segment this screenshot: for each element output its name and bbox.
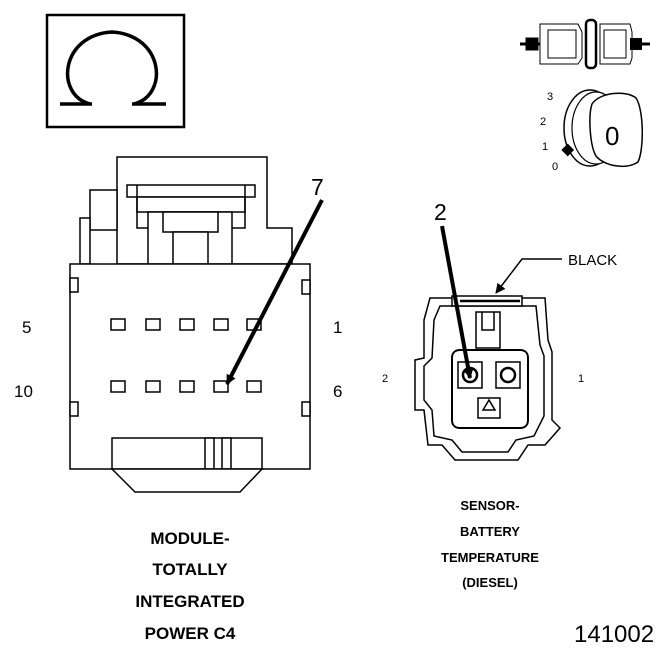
left-caption-line-2: TOTALLY xyxy=(152,560,228,579)
callout-pin-7: 7 xyxy=(311,174,324,200)
disconnected-connector-icon xyxy=(520,18,650,70)
callout-arrow-7 xyxy=(225,199,324,385)
left-caption-line-3: INTEGRATED xyxy=(135,592,244,611)
pin-label-6: 6 xyxy=(333,382,342,401)
callout-pin-2: 2 xyxy=(434,199,447,225)
ignition-key-icon: 3 2 1 0 0 xyxy=(540,89,644,173)
pin-label-10: 10 xyxy=(14,382,33,401)
color-label-black: BLACK xyxy=(568,252,617,269)
right-caption-line-4: (DIESEL) xyxy=(462,575,518,590)
right-caption-line-3: TEMPERATURE xyxy=(441,550,539,565)
pin-label-1-right: 1 xyxy=(578,373,584,385)
left-connector xyxy=(69,156,311,493)
right-caption-line-1: SENSOR- xyxy=(460,498,519,513)
pin-label-2-right: 2 xyxy=(382,373,388,385)
pin-label-5: 5 xyxy=(22,318,31,337)
ignition-position-0: 0 xyxy=(552,161,558,173)
ignition-position-1: 1 xyxy=(542,141,548,153)
pin-label-1: 1 xyxy=(333,318,342,337)
ohm-meter-icon xyxy=(45,13,186,129)
right-connector xyxy=(414,295,562,461)
figure-number: 141002 xyxy=(574,621,654,648)
color-leader-line xyxy=(495,258,562,294)
left-caption-line-1: MODULE- xyxy=(150,529,229,548)
ignition-key-label: 0 xyxy=(605,121,619,151)
right-caption-line-2: BATTERY xyxy=(460,524,520,539)
ignition-position-3: 3 xyxy=(547,91,553,103)
callout-arrow-2 xyxy=(440,225,474,379)
left-caption-line-4: POWER C4 xyxy=(145,624,236,643)
ignition-position-2: 2 xyxy=(540,116,546,128)
